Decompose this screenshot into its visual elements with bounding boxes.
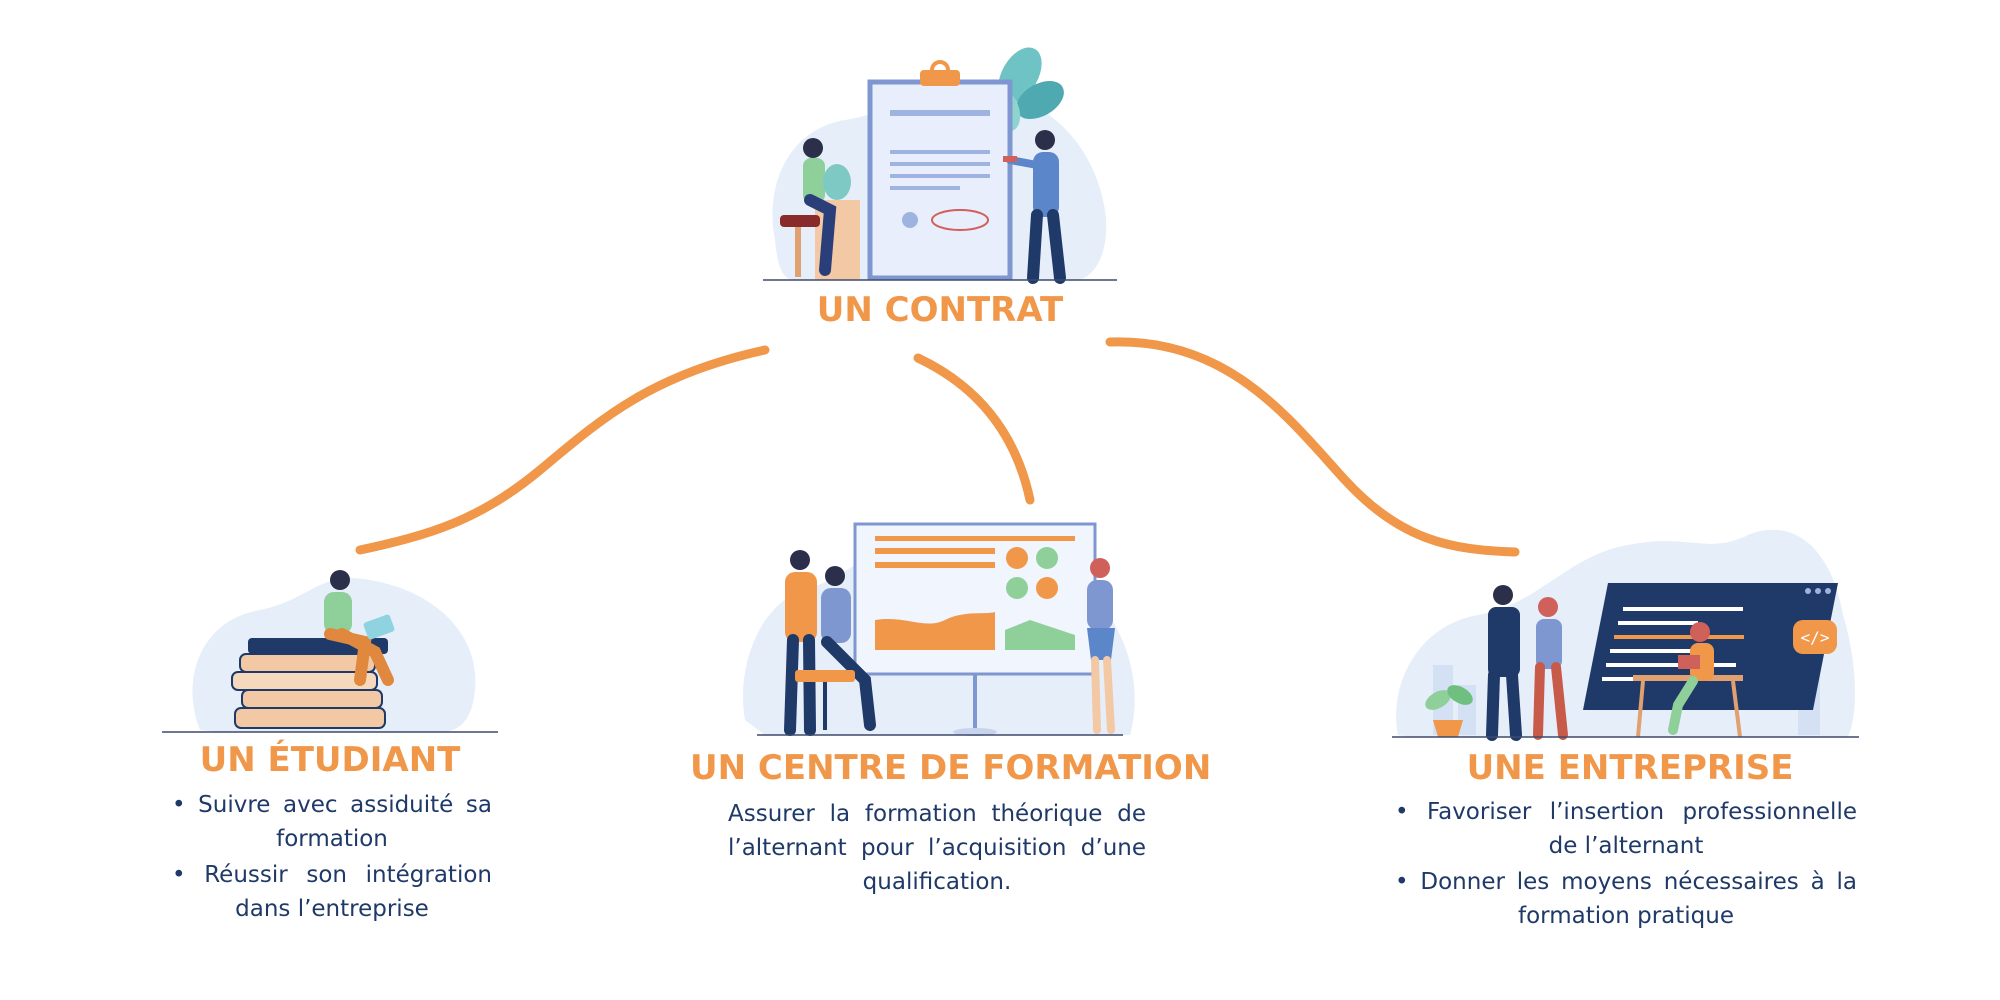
clipboard-icon [867,60,1013,281]
audience-people-icon [784,550,876,736]
entreprise-item-1: Favoriser l’insertion professionnelle de… [1395,795,1857,863]
entreprise-title: UNE ENTREPRISE [1466,748,1794,788]
person-sitting-icon [780,138,860,280]
business-people-icon [1486,585,1568,741]
etudiant-item-1: Suivre avec assiduité sa formation [172,788,492,856]
connector-contrat-etudiant [355,345,770,555]
entreprise-item-2: Donner les moyens nécessaires à la forma… [1395,865,1857,933]
connector-contrat-centre [913,353,1035,505]
svg-text:</>: </> [1801,628,1830,647]
company-illustration: </> [1392,529,1859,741]
entreprise-list: Favoriser l’insertion professionnelle de… [1395,795,1857,933]
etudiant-item-2: Réussir son intégration dans l’entrepris… [172,858,492,926]
books-stack-icon [231,638,388,729]
centre-title: UN CENTRE DE FORMATION [690,748,1212,788]
centre-description: Assurer la formation théorique de l’alte… [728,797,1146,899]
presenter-person-icon [1087,558,1115,734]
etudiant-list: Suivre avec assiduité sa formation Réuss… [172,788,492,926]
student-illustration [162,570,498,733]
centre-text: Assurer la formation théorique de l’alte… [728,801,1146,895]
student-person-icon [324,570,395,686]
person-standing-icon [1003,130,1066,284]
etudiant-description: Suivre avec assiduité sa formation Réuss… [172,788,492,928]
etudiant-title: UN ÉTUDIANT [199,740,461,780]
presentation-board-icon [853,522,1097,736]
desk-worker-icon [1633,622,1743,738]
contract-illustration [763,47,1117,284]
contrat-title: UN CONTRAT [816,290,1064,330]
entreprise-description: Favoriser l’insertion professionnelle de… [1395,795,1857,935]
plant-icon [1425,685,1473,737]
training-center-illustration [743,522,1135,736]
connector-contrat-entreprise [1105,337,1520,557]
